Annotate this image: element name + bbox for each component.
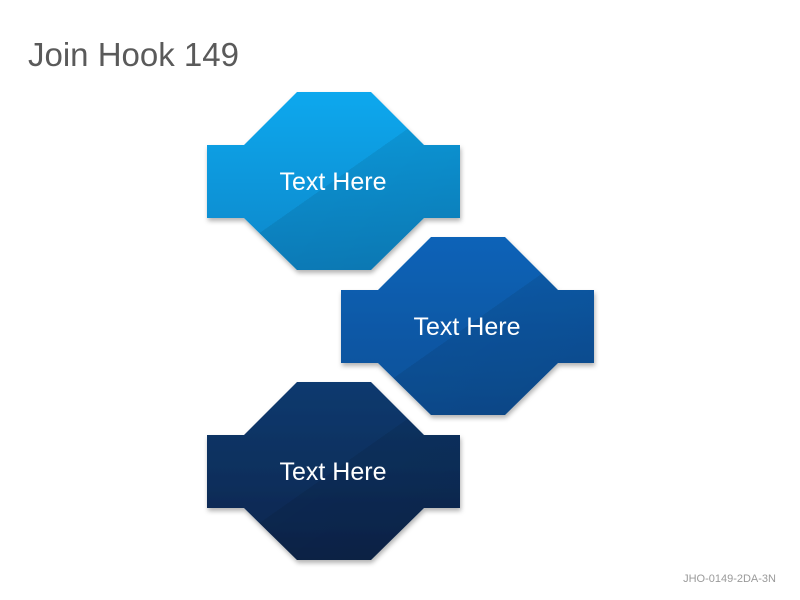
shape-2-label: Text Here xyxy=(414,313,521,341)
hook-shape-1: Text Here xyxy=(207,92,460,270)
shape-1-label: Text Here xyxy=(280,168,387,196)
shape-3-label: Text Here xyxy=(280,458,387,486)
footer-code: JHO-0149-2DA-3N xyxy=(683,573,776,585)
slide-title: Join Hook 149 xyxy=(28,36,239,73)
hook-shape-3: Text Here xyxy=(207,382,460,560)
hook-shape-2: Text Here xyxy=(341,237,594,415)
